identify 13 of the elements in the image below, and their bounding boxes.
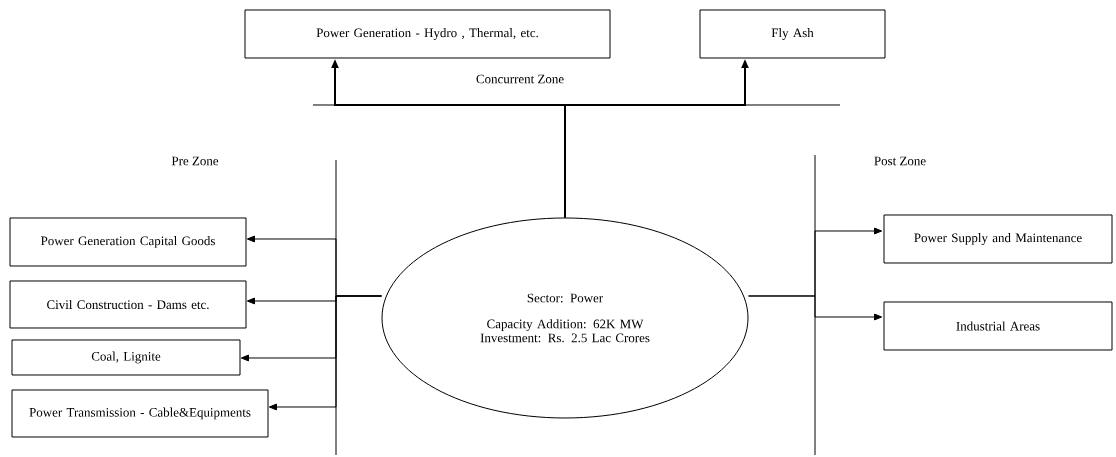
zone-label: Concurrent Zone (476, 74, 564, 84)
text-box: Coal, Lignite (11, 339, 241, 376)
text-box: Industrial Areas (883, 301, 1113, 351)
arrow (748, 295, 883, 321)
text-box: Power Generation Capital Goods (9, 217, 247, 267)
text-box: Civil Construction - Dams etc. (9, 280, 247, 329)
text-box: Power Supply and Maintenance (883, 214, 1113, 264)
zone-label: Pre Zone (171, 156, 219, 166)
text-box: Power Transmission - Cable&Equipments (11, 389, 269, 438)
text-box: Power Generation - Hydro , Thermal, etc. (244, 9, 611, 59)
arrow (268, 295, 382, 411)
zone-label: Post Zone (874, 156, 926, 166)
text-box: Fly Ash (699, 9, 886, 59)
